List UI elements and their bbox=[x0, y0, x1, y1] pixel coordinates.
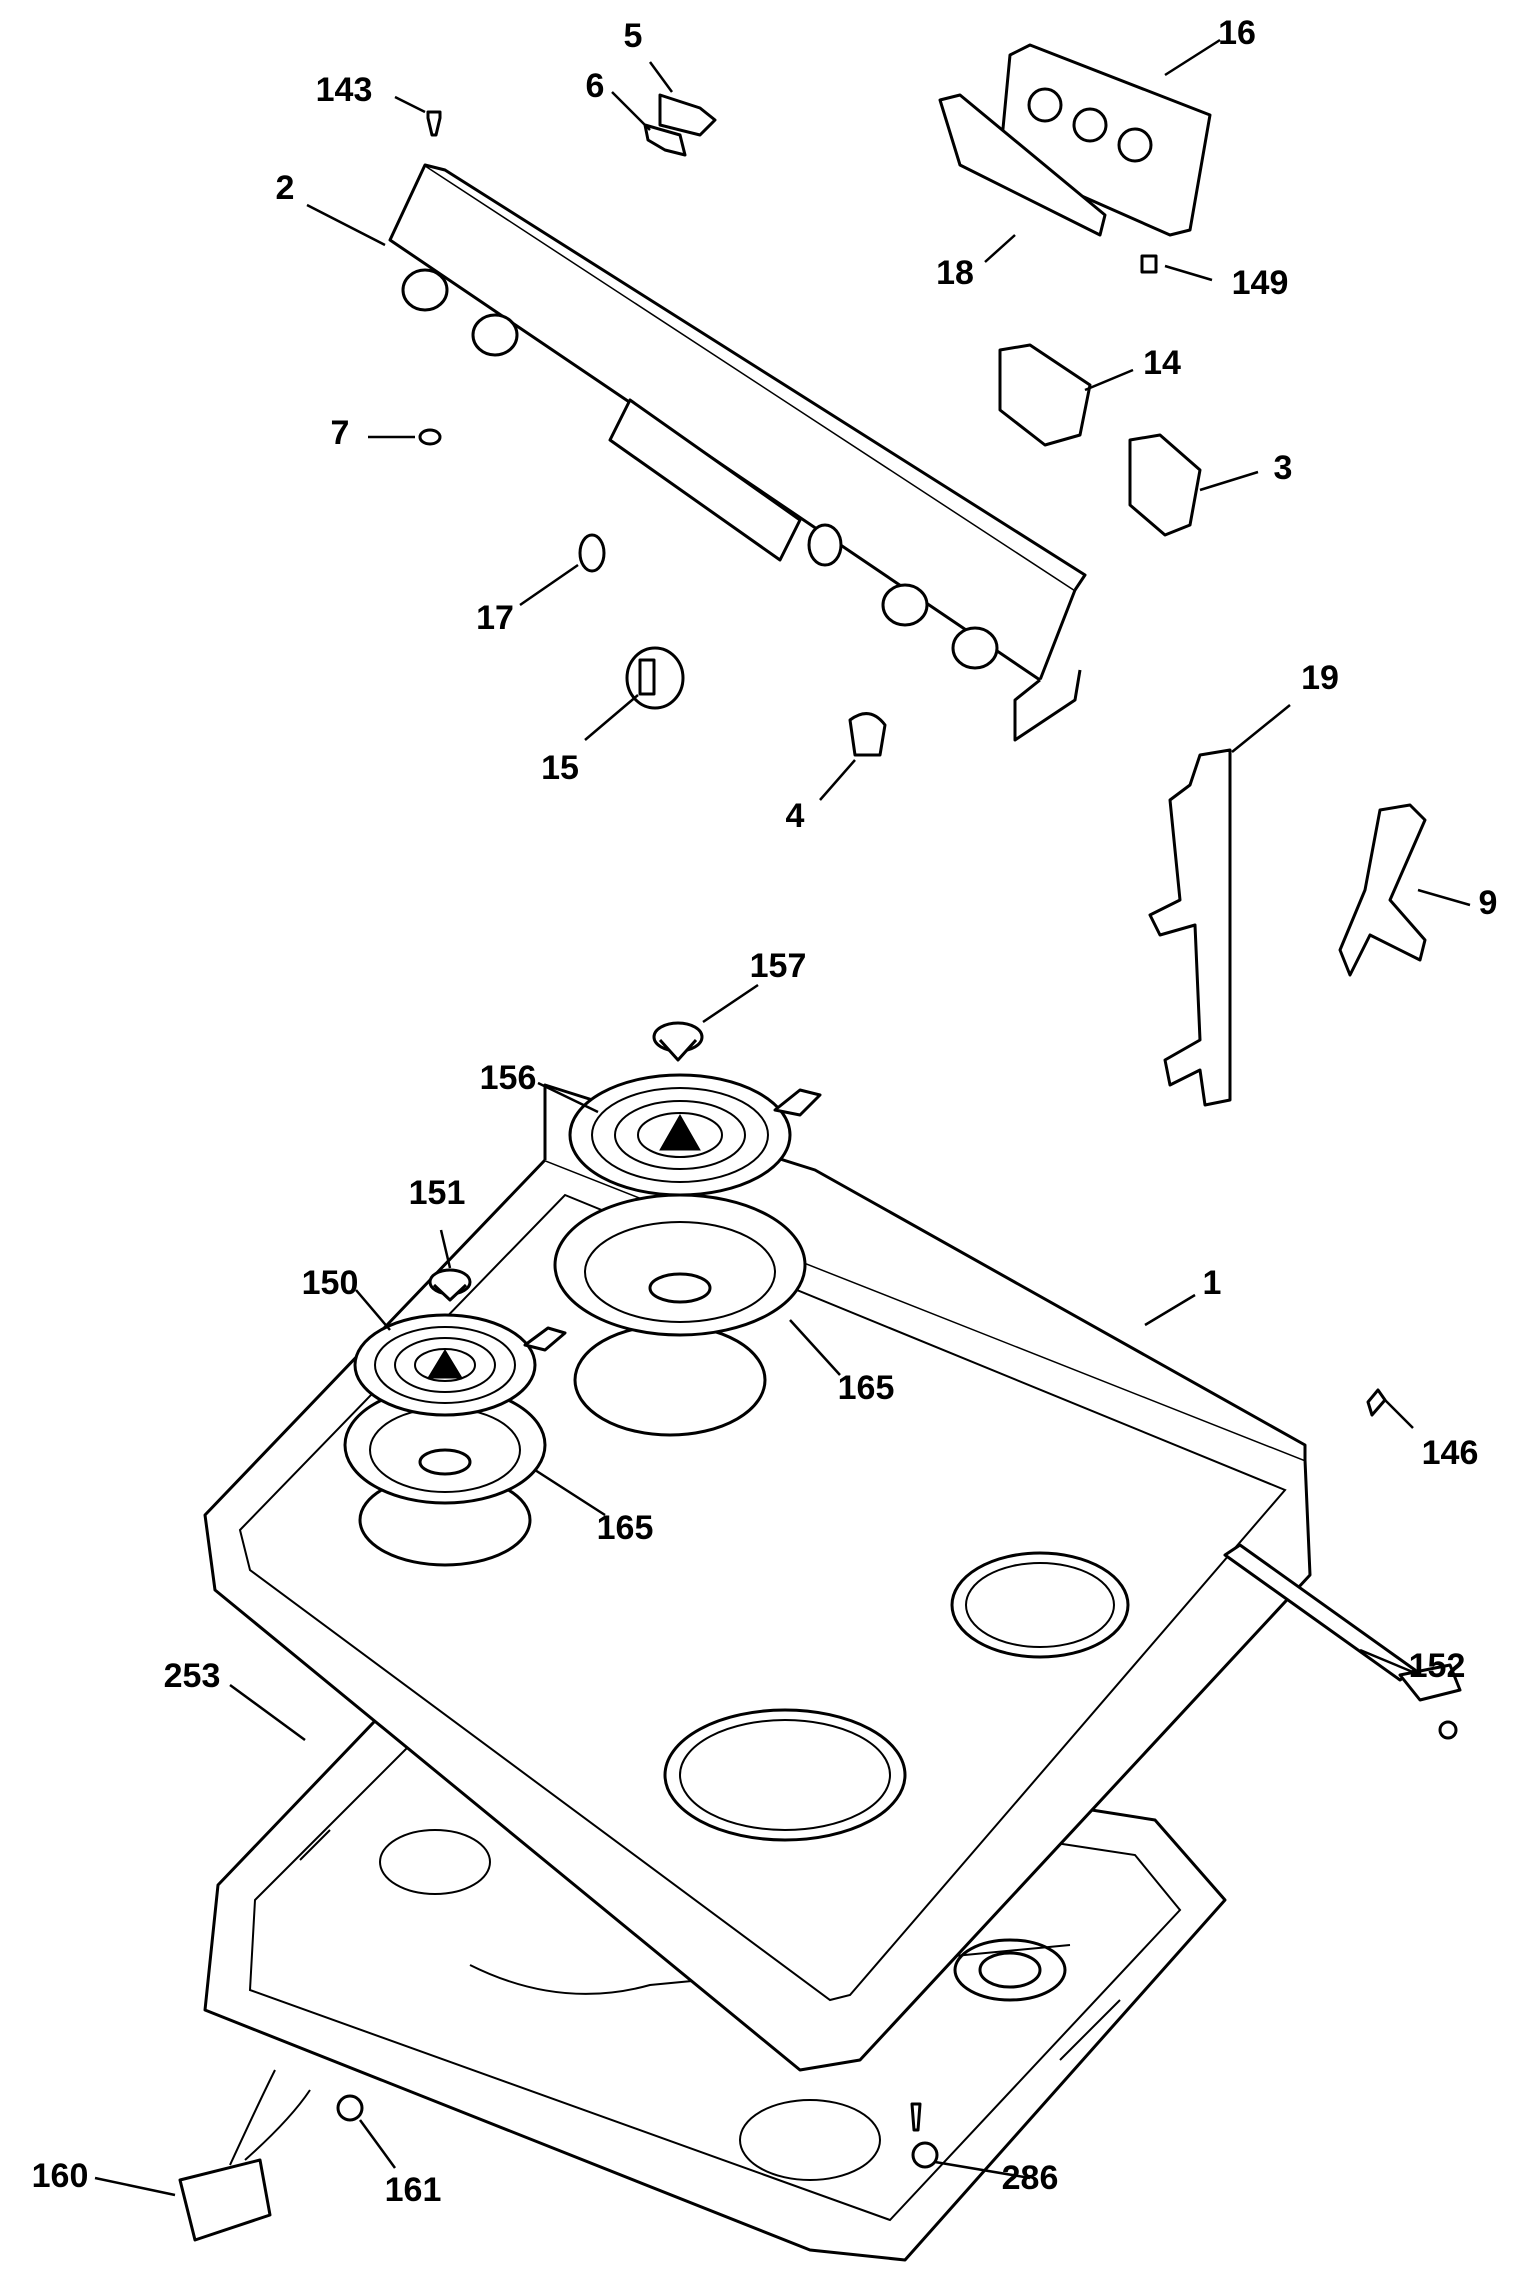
callout-2: 2 bbox=[276, 169, 295, 207]
callout-17: 17 bbox=[476, 599, 514, 637]
backsplash-2 bbox=[388, 163, 1087, 742]
callout-253: 253 bbox=[164, 1657, 221, 1695]
callouts: 16 5 6 143 2 18 149 14 7 3 17 19 15 4 9 … bbox=[32, 14, 1498, 2209]
clock-timer-16 bbox=[998, 43, 1212, 237]
callout-3: 3 bbox=[1274, 449, 1293, 487]
screw-143 bbox=[426, 110, 442, 137]
callout-152: 152 bbox=[1409, 1647, 1466, 1685]
callout-15: 15 bbox=[541, 749, 579, 787]
side-trim-19 bbox=[1148, 748, 1232, 1107]
callout-1: 1 bbox=[1203, 1264, 1222, 1302]
callout-7: 7 bbox=[331, 414, 350, 452]
surface-unit-150 bbox=[353, 1313, 567, 1417]
screw-146 bbox=[1366, 1388, 1387, 1417]
callout-150: 150 bbox=[302, 1264, 359, 1302]
callout-165-lower: 165 bbox=[597, 1509, 654, 1547]
callout-146: 146 bbox=[1422, 1434, 1479, 1472]
clip-5 bbox=[658, 93, 717, 137]
callout-16: 16 bbox=[1218, 14, 1256, 52]
callout-149: 149 bbox=[1232, 264, 1289, 302]
callout-160: 160 bbox=[32, 2157, 89, 2195]
clip-149 bbox=[1140, 254, 1158, 274]
screw-286 bbox=[910, 2102, 939, 2169]
callout-18: 18 bbox=[936, 254, 974, 292]
callout-157: 157 bbox=[750, 947, 807, 985]
bracket-9 bbox=[1338, 803, 1427, 977]
callout-161: 161 bbox=[385, 2171, 442, 2209]
terminal-block-160 bbox=[178, 2069, 311, 2242]
lamp-7 bbox=[418, 428, 442, 446]
callout-14: 14 bbox=[1143, 344, 1181, 382]
clip-161 bbox=[336, 2094, 364, 2122]
switch-14 bbox=[998, 343, 1092, 447]
glass-18 bbox=[938, 93, 1107, 237]
callout-9: 9 bbox=[1479, 884, 1498, 922]
callout-165-upper: 165 bbox=[838, 1369, 895, 1407]
callout-19: 19 bbox=[1301, 659, 1339, 697]
callout-143: 143 bbox=[316, 71, 373, 109]
lamp-17 bbox=[578, 533, 606, 573]
callout-286: 286 bbox=[1002, 2159, 1059, 2197]
callout-5: 5 bbox=[624, 17, 643, 55]
receptacle-151 bbox=[428, 1268, 472, 1302]
switch-3 bbox=[1128, 433, 1202, 537]
bracket-6 bbox=[643, 123, 687, 157]
rod-152 bbox=[1223, 1543, 1462, 1740]
knob-4 bbox=[848, 712, 887, 757]
callout-151: 151 bbox=[409, 1174, 466, 1212]
callout-4: 4 bbox=[786, 797, 805, 835]
knob-15 bbox=[625, 646, 685, 710]
receptacle-157 bbox=[652, 1021, 704, 1062]
leader-lines bbox=[94, 38, 1471, 2197]
surface-unit-156 bbox=[568, 1073, 822, 1197]
drip-pan-165-right bbox=[553, 1193, 807, 1337]
callout-6: 6 bbox=[586, 67, 605, 105]
callout-156: 156 bbox=[480, 1059, 537, 1097]
